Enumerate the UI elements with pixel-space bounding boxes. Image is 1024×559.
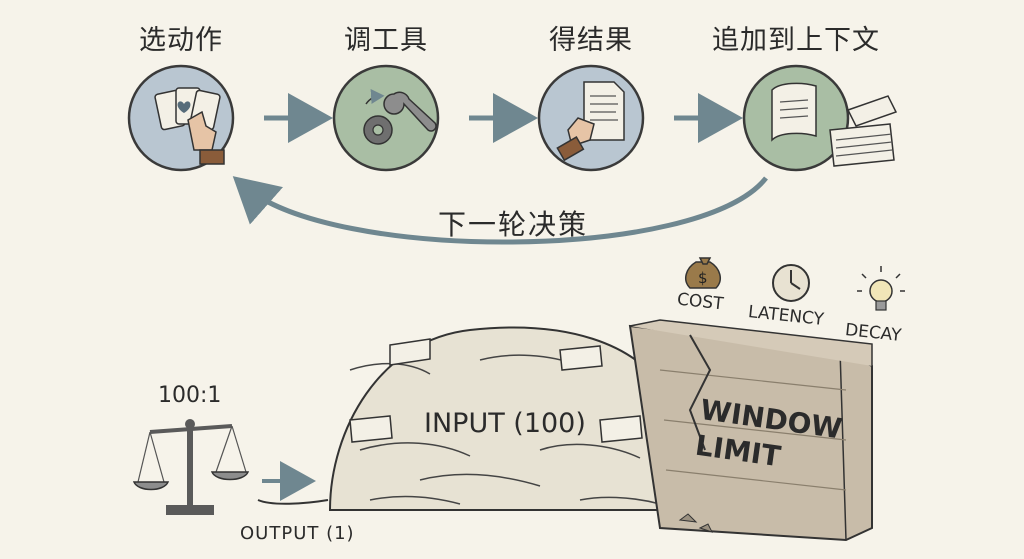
money-bag-icon: $ — [685, 257, 721, 289]
wrench-gear-icon — [363, 89, 437, 145]
clock-icon — [772, 264, 810, 302]
ratio-label: 100:1 — [158, 383, 222, 408]
step-label-call-tool: 调工具 — [344, 25, 428, 56]
window-limit-wall — [628, 319, 873, 542]
balance-scale-icon — [132, 419, 250, 515]
scroll-stack-icon — [771, 82, 898, 167]
output-label: OUTPUT (1) — [240, 523, 355, 544]
hand-picking-card-icon — [154, 87, 225, 165]
loop-label: 下一轮决策 — [438, 208, 589, 241]
hand-holding-document-icon — [556, 81, 625, 162]
lightbulb-icon — [857, 266, 905, 311]
input-label: INPUT (100) — [424, 408, 586, 439]
loop-back-arrow — [232, 176, 768, 245]
step-circle-append-context — [742, 64, 898, 172]
step-label-select-action: 选动作 — [139, 25, 223, 56]
svg-text:$: $ — [698, 269, 708, 287]
step-circle-select-action — [127, 64, 235, 172]
step-label-get-result: 得结果 — [549, 25, 633, 56]
output-paper-icon — [257, 499, 329, 505]
step-circle-get-result — [537, 64, 645, 172]
step-circle-call-tool — [332, 64, 440, 172]
step-label-append-context: 追加到上下文 — [712, 25, 880, 56]
